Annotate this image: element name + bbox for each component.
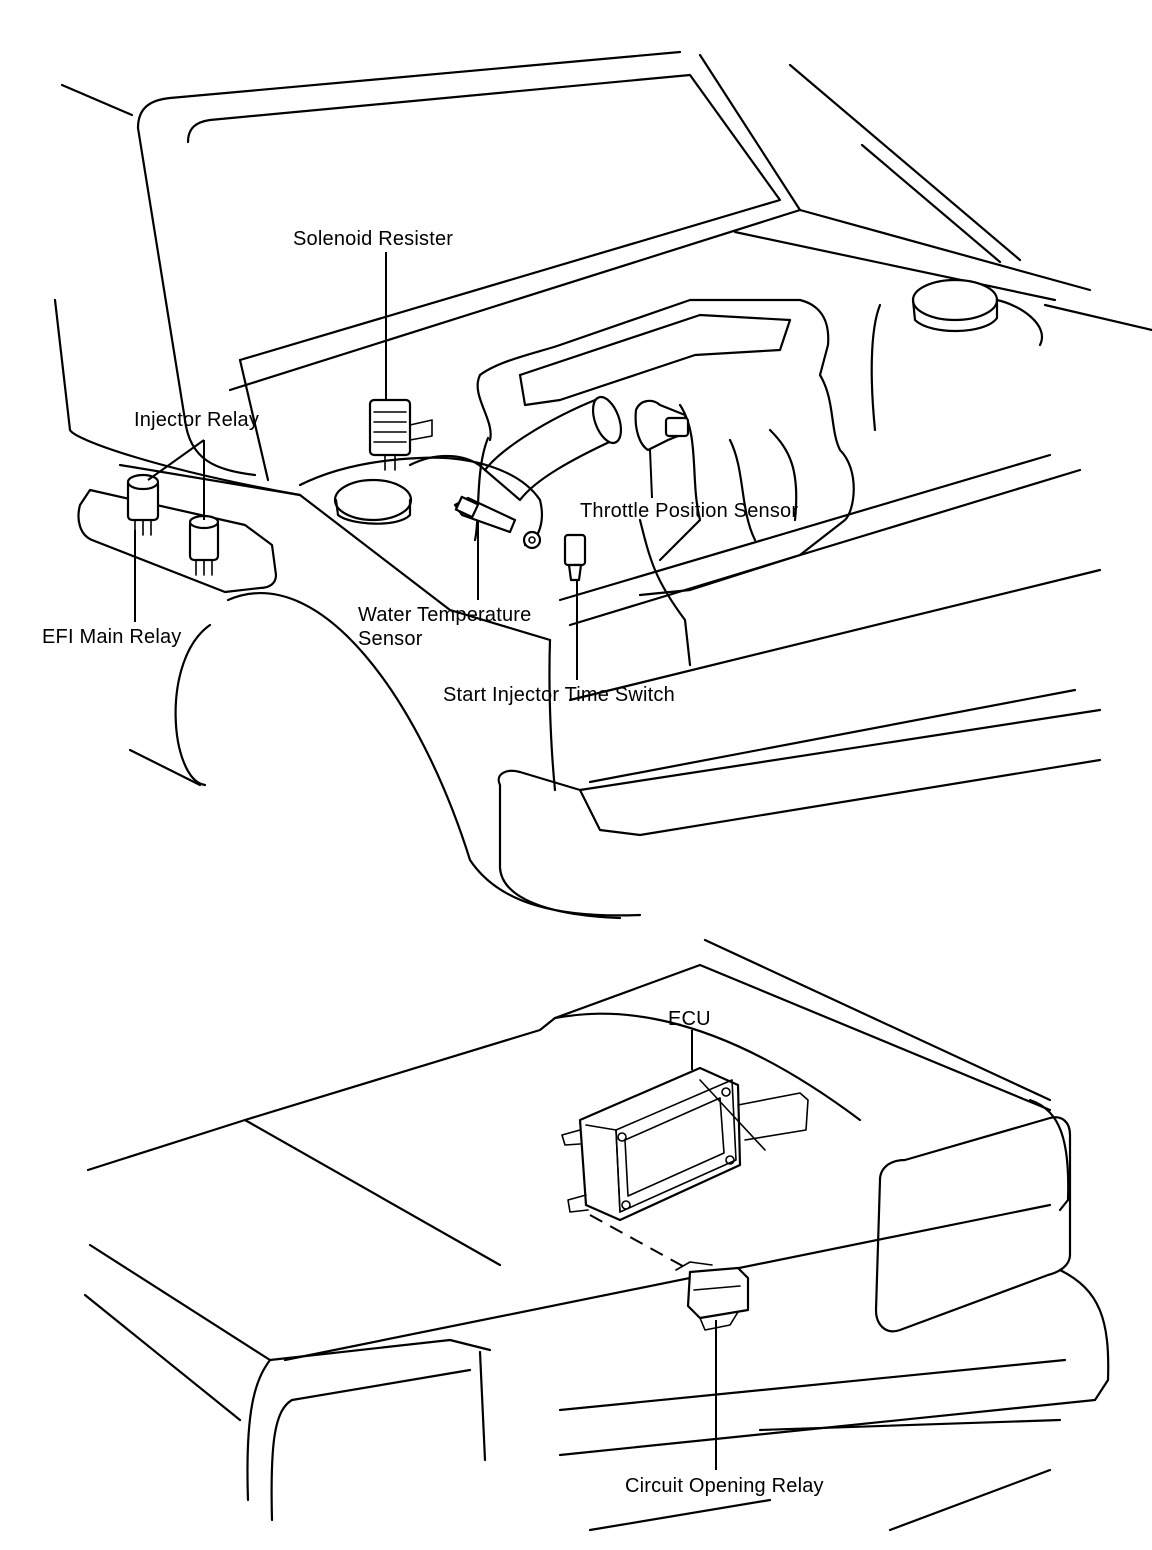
label-ecu: ECU xyxy=(668,1008,711,1030)
label-water-temperature-sensor-line1: Water Temperature xyxy=(358,604,531,626)
ecu-part xyxy=(561,1066,809,1222)
label-injector-relay: Injector Relay xyxy=(134,409,259,431)
circuit-opening-relay-part xyxy=(675,1261,750,1331)
label-throttle-position-sensor: Throttle Position Sensor xyxy=(580,500,798,522)
throttle-position-sensor-part xyxy=(634,399,690,452)
solenoid-resister-part xyxy=(368,398,433,471)
engine-compartment-drawing xyxy=(53,50,1152,920)
water-temperature-sensor-part xyxy=(453,495,542,550)
label-circuit-opening-relay: Circuit Opening Relay xyxy=(625,1475,824,1497)
engine-leader-lines xyxy=(134,252,653,680)
label-solenoid-resister: Solenoid Resister xyxy=(293,228,453,250)
start-injector-time-switch-part xyxy=(563,533,587,582)
label-efi-main-relay: EFI Main Relay xyxy=(42,626,182,648)
label-start-injector-time-switch: Start Injector Time Switch xyxy=(443,684,675,706)
trunk-drawing xyxy=(83,938,1110,1532)
label-water-temperature-sensor-line2: Sensor xyxy=(358,628,423,650)
injector-relay-part xyxy=(188,514,220,576)
component-labels: Solenoid Resister Injector Relay Throttl… xyxy=(42,228,824,1497)
ecu-leader-lines xyxy=(589,1030,717,1470)
efi-main-relay-part xyxy=(126,473,160,536)
